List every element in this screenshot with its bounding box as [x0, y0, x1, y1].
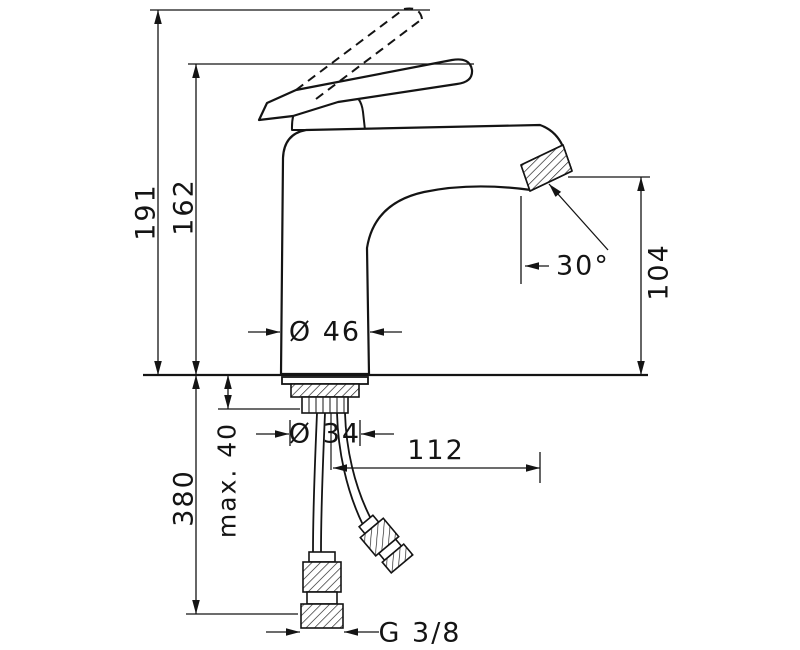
dimension-labels: 191 162 104 380 max. 40 Ø 46 Ø 34 112 G …	[131, 178, 675, 648]
dim-label-handle-height: 162	[169, 178, 200, 236]
hose-left	[312, 412, 318, 553]
dim-label-shank-diameter: Ø 34	[289, 419, 361, 450]
dim-label-spray-angle: 30°	[556, 251, 610, 282]
faucet-outline	[257, 7, 573, 376]
dim-label-max-thickness: max. 40	[213, 422, 242, 538]
dim-label-spout-reach: 112	[407, 435, 465, 466]
dimension-lines	[154, 9, 645, 636]
dim-label-total-height: 191	[131, 183, 162, 241]
dim-label-spout-height: 104	[644, 243, 675, 301]
dim-label-base-diameter: Ø 46	[289, 317, 361, 348]
dim-label-hose-length: 380	[169, 469, 200, 527]
dim-label-connection-thread: G 3/8	[379, 618, 462, 649]
hose-left-inner	[320, 412, 326, 553]
hose-connector-angled	[357, 514, 414, 575]
hose-connector-bottom	[300, 551, 344, 629]
lever-handle-raised-dashed	[295, 7, 423, 100]
extension-lines	[150, 9, 650, 615]
mounting-flange	[290, 383, 360, 398]
spray-axis-30	[548, 183, 609, 251]
mounting-hardware	[281, 376, 369, 470]
shank-threads	[308, 397, 345, 413]
faucet-body	[279, 123, 573, 376]
aerator-hatch	[520, 144, 573, 192]
lever-handle	[257, 58, 474, 122]
escutcheon	[281, 376, 369, 385]
